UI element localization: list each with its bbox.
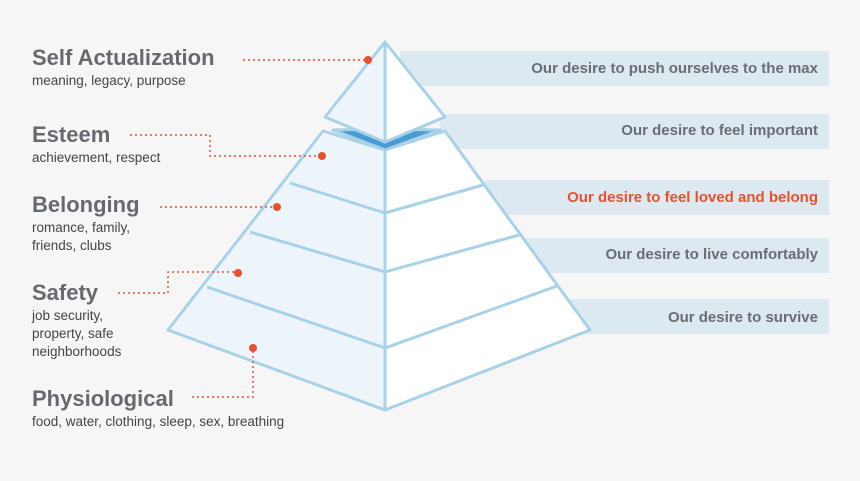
level-name: Esteem (32, 122, 111, 147)
level-description: achievement, respect (32, 150, 161, 165)
pyramid-apex (323, 40, 447, 144)
desire-band-4 (525, 238, 829, 273)
pyramid-tier-lines (206, 181, 558, 350)
pyramid-body (166, 129, 592, 412)
level-description: romance, family, friends, clubs (32, 220, 131, 253)
desire-band-5 (565, 299, 829, 334)
level-name: Safety (32, 280, 99, 305)
desire-band-2 (440, 114, 829, 149)
level-name: Physiological (32, 386, 174, 411)
desire-label-self-actualization: Our desire to push ourselves to the max (531, 60, 818, 77)
level-description: food, water, clothing, sleep, sex, breat… (32, 414, 285, 429)
desire-label-safety: Our desire to live comfortably (605, 246, 818, 263)
level-esteem: Esteem achievement, respect (32, 123, 160, 167)
desire-band-1 (400, 51, 829, 86)
desire-label-belonging: Our desire to feel loved and belong (567, 189, 818, 206)
level-safety: Safety job security, property, safe neig… (32, 281, 121, 361)
level-name: Belonging (32, 192, 140, 217)
desire-band-3 (485, 180, 829, 215)
level-description: job security, property, safe neighborhoo… (32, 308, 122, 359)
level-description: meaning, legacy, purpose (32, 73, 186, 88)
level-physiological: Physiological food, water, clothing, sle… (32, 387, 284, 431)
desire-label-esteem: Our desire to feel important (621, 122, 818, 139)
connector-lines (118, 59, 368, 398)
connector-dots (234, 56, 372, 352)
desire-label-physiological: Our desire to survive (667, 309, 818, 326)
level-belonging: Belonging romance, family, friends, club… (32, 193, 140, 255)
level-name: Self Actualization (32, 45, 215, 70)
level-self-actualization: Self Actualization meaning, legacy, purp… (32, 46, 215, 90)
